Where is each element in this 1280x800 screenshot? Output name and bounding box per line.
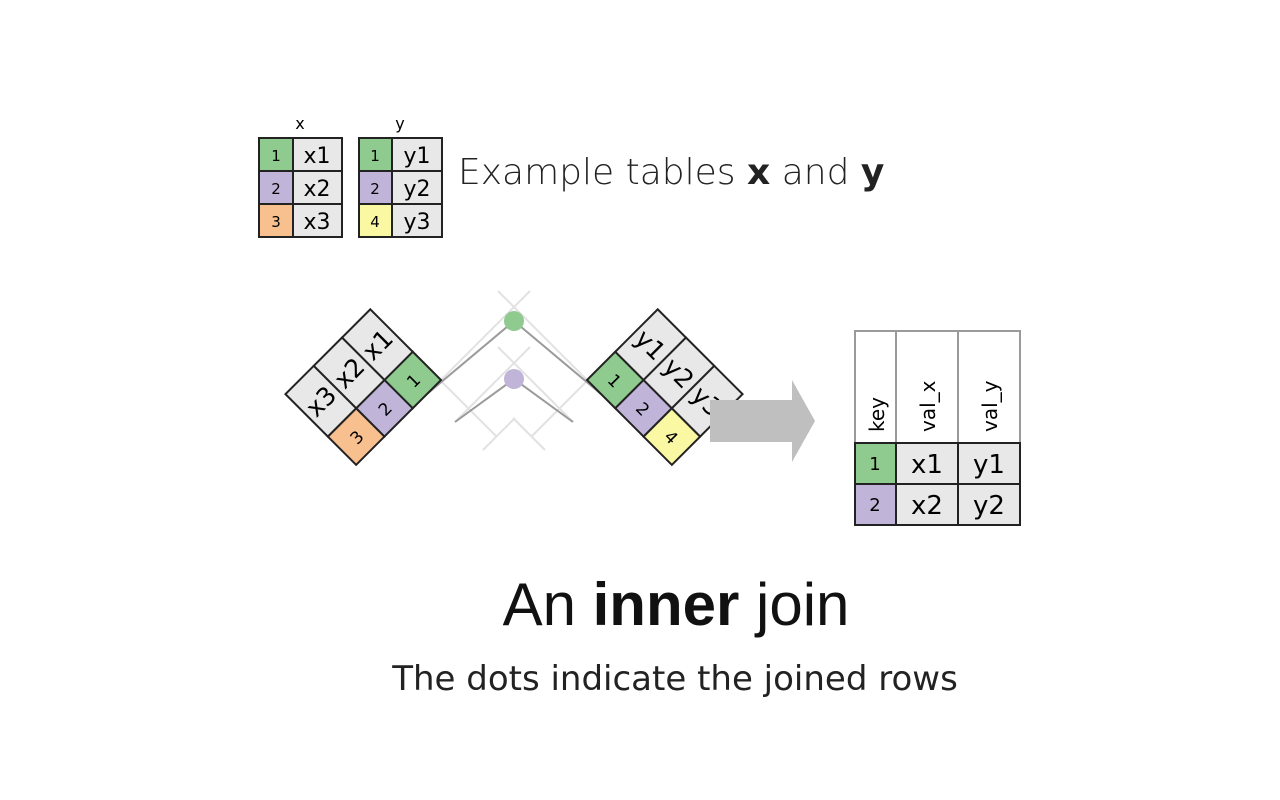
rotated-table-x: 1 x1 2 x2 3 x3 (284, 307, 443, 467)
title-prefix: An (503, 571, 593, 638)
connector-key2-x (454, 378, 515, 423)
table-y-row: 1 y1 (358, 137, 443, 172)
table-x-value: x1 (303, 144, 330, 169)
join-connectors (426, 320, 602, 423)
table-x-key: 3 (271, 213, 281, 231)
guide-line (512, 417, 546, 451)
caption-and: and (770, 152, 861, 193)
table-y-key: 4 (370, 213, 380, 231)
result-key-cell (854, 483, 897, 526)
table-x-value: x2 (303, 177, 330, 202)
connector-key1-y (513, 320, 602, 395)
caption-prefix: Example tables (458, 152, 747, 193)
table-y-name: y (395, 114, 404, 133)
table-y-row: 2 y2 (358, 170, 443, 205)
result-val-y: y2 (973, 491, 1005, 521)
table-x-name: x (295, 114, 304, 133)
result-val-y: y1 (973, 450, 1005, 480)
guide-line (454, 346, 531, 423)
table-y-value-cell (391, 170, 443, 205)
join-diagram: 1 x1 2 x2 3 x3 1 y1 (284, 290, 744, 467)
result-header-key: key (865, 397, 889, 432)
table-y-key: 1 (370, 147, 380, 165)
guide-lines (426, 290, 602, 451)
table-x-row: 3 x3 (258, 203, 343, 238)
table-x-value-cell (292, 170, 343, 205)
connector-key1-x (426, 320, 515, 395)
table-x-key-cell (258, 203, 294, 238)
table-y-row: 4 y3 (358, 203, 443, 238)
rotated-table-y: 1 y1 2 y2 4 y3 (585, 307, 744, 467)
title-bold: inner (593, 571, 740, 638)
example-table-x: x 1 x1 2 x2 3 x3 (258, 114, 343, 238)
result-table: key val_x val_y 1 x1 y1 2 x2 y2 (854, 330, 1021, 526)
title-suffix: join (739, 571, 849, 638)
table-x-value-cell (292, 203, 343, 238)
result-arrow (710, 380, 815, 462)
result-val-x: x1 (911, 450, 943, 480)
page-title: An inner join (503, 571, 850, 638)
join-dot-key1 (504, 311, 524, 331)
table-y-value-cell (391, 137, 443, 172)
table-y-key: 2 (370, 180, 380, 198)
table-y-value: y2 (403, 177, 430, 202)
result-val-x: x2 (911, 491, 943, 521)
guide-line (497, 290, 602, 395)
result-header-val-y: val_y (978, 380, 1002, 432)
join-dot-key2 (504, 369, 524, 389)
guide-line (439, 379, 497, 437)
table-y-value: y3 (403, 210, 430, 235)
rotated-x-value-cell (284, 364, 358, 438)
connector-key2-y (513, 378, 574, 423)
table-x-key: 2 (271, 180, 281, 198)
guide-line (497, 346, 574, 423)
table-y-value-cell (391, 203, 443, 238)
result-row: 2 x2 y2 (854, 483, 1021, 526)
caption-y: y (861, 152, 884, 193)
table-x-row: 1 x1 (258, 137, 343, 172)
guide-line (531, 379, 589, 437)
result-header-cell (957, 330, 1021, 444)
table-x-key: 1 (271, 147, 281, 165)
example-caption: Example tables x and y (458, 152, 884, 193)
table-y-value: y1 (403, 144, 430, 169)
page-subtitle: The dots indicate the joined rows (391, 659, 958, 699)
result-row: 1 x1 y1 (854, 442, 1021, 485)
result-header-val-x: val_x (916, 380, 940, 432)
caption-x: x (747, 152, 770, 193)
table-x-value: x3 (303, 210, 330, 235)
rotated-table-x-row: 3 x3 (284, 364, 386, 467)
result-key: 1 (869, 454, 880, 475)
result-val-y-cell (957, 442, 1021, 485)
result-key: 2 (869, 495, 880, 516)
result-val-y-cell (957, 483, 1021, 526)
table-x-row: 2 x2 (258, 170, 343, 205)
guide-line (426, 290, 531, 395)
example-table-y: y 1 y1 2 y2 4 y3 (358, 114, 443, 238)
guide-line (482, 417, 516, 451)
result-header-cell (895, 330, 959, 444)
